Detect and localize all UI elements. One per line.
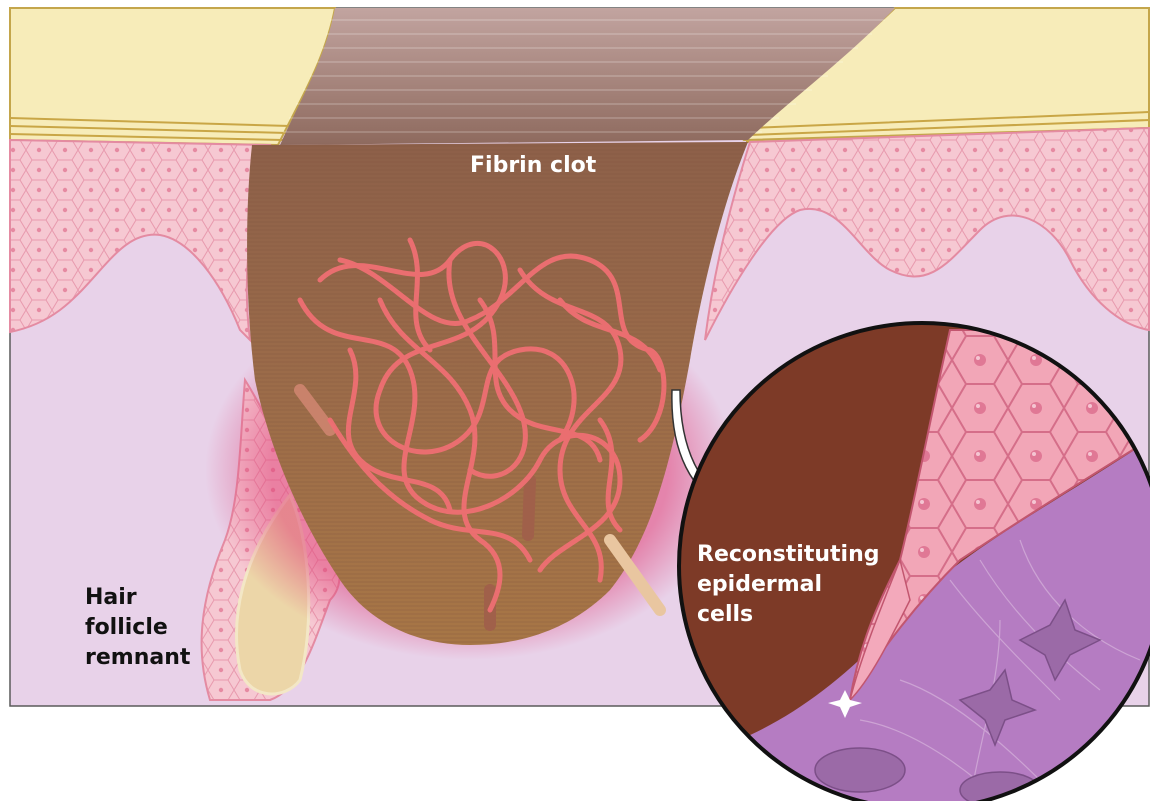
label-fibrin-clot: Fibrin clot [470, 153, 597, 178]
label-reconstituting-line-3: cells [697, 602, 753, 627]
label-reconstituting-line-2: epidermal [697, 572, 822, 597]
scab-left [10, 8, 335, 145]
label-reconstituting-line-1: Reconstituting [697, 542, 879, 567]
vessel-stub-center [528, 480, 530, 535]
label-hair-follicle-line-1: Hair [85, 585, 137, 610]
label-hair-follicle-line-2: follicle [85, 615, 168, 640]
label-hair-follicle-line-3: remnant [85, 645, 191, 670]
